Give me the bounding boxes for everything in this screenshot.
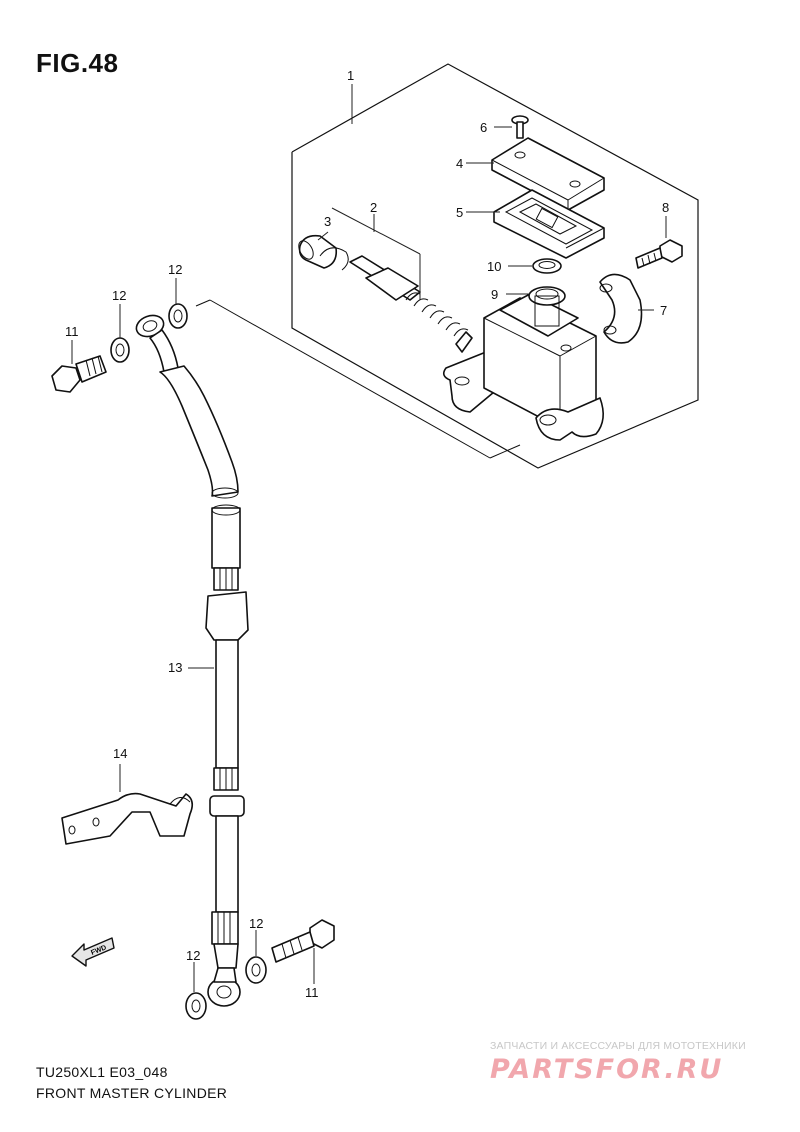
callout-11-top: 11 bbox=[65, 324, 79, 339]
master-cylinder-body bbox=[442, 286, 604, 441]
figure-name: FRONT MASTER CYLINDER bbox=[36, 1085, 228, 1101]
callout-10: 10 bbox=[487, 259, 501, 274]
brake-hose-lower bbox=[205, 504, 249, 969]
washer-12-top-right bbox=[168, 303, 188, 329]
washer-12-bottom-right bbox=[245, 956, 267, 984]
hose-banjo-bottom bbox=[207, 967, 241, 1007]
washer-12-bottom-left bbox=[185, 992, 207, 1020]
o-ring-part-10 bbox=[532, 258, 562, 274]
callout-8: 8 bbox=[662, 200, 669, 215]
watermark: ЗАПЧАСТИ И АКСЕССУАРЫ ДЛЯ МОТОТЕХНИКИ PA… bbox=[490, 1040, 780, 1085]
fwd-arrow-icon: FWD bbox=[71, 937, 115, 967]
bolt-part-8 bbox=[635, 239, 683, 269]
piston-assembly-part-2 bbox=[349, 255, 473, 353]
callout-13: 13 bbox=[168, 660, 182, 675]
figure-title: FIG.48 bbox=[36, 48, 119, 78]
clamp-part-7 bbox=[599, 273, 643, 344]
watermark-logo: PARTSFOR.RU bbox=[490, 1054, 724, 1085]
callout-11-bottom: 11 bbox=[305, 985, 319, 1000]
hose-bracket-part-14 bbox=[61, 792, 194, 845]
diaphragm-part-5 bbox=[493, 189, 605, 259]
callout-3: 3 bbox=[324, 214, 331, 229]
callout-labels: 1 2 3 4 5 6 7 8 9 10 11 11 12 12 12 12 1… bbox=[65, 68, 669, 1000]
callout-12-c: 12 bbox=[249, 916, 263, 931]
callout-14: 14 bbox=[113, 746, 127, 761]
reservoir-cap-part-4 bbox=[491, 137, 605, 211]
leader-lines bbox=[71, 84, 667, 992]
watermark-tagline: ЗАПЧАСТИ И АКСЕССУАРЫ ДЛЯ МОТОТЕХНИКИ bbox=[490, 1040, 746, 1052]
callout-5: 5 bbox=[456, 205, 463, 220]
brake-hose-upper bbox=[159, 365, 239, 499]
callout-12-d: 12 bbox=[186, 948, 200, 963]
callout-6: 6 bbox=[480, 120, 487, 135]
banjo-bolt-11-bottom bbox=[271, 919, 335, 963]
callout-9: 9 bbox=[491, 287, 498, 302]
boot-part-3 bbox=[298, 234, 349, 271]
model-code: TU250XL1 E03_048 bbox=[36, 1064, 168, 1080]
callout-7: 7 bbox=[660, 303, 667, 318]
screw-part-6 bbox=[511, 115, 529, 139]
callout-12-a: 12 bbox=[168, 262, 182, 277]
callout-2: 2 bbox=[370, 200, 377, 215]
washer-12-top-left bbox=[110, 337, 130, 363]
callout-4: 4 bbox=[456, 156, 463, 171]
assembly-frame bbox=[195, 63, 699, 469]
callout-12-b: 12 bbox=[112, 288, 126, 303]
callout-1: 1 bbox=[347, 68, 354, 83]
banjo-bolt-11-top bbox=[51, 355, 107, 393]
